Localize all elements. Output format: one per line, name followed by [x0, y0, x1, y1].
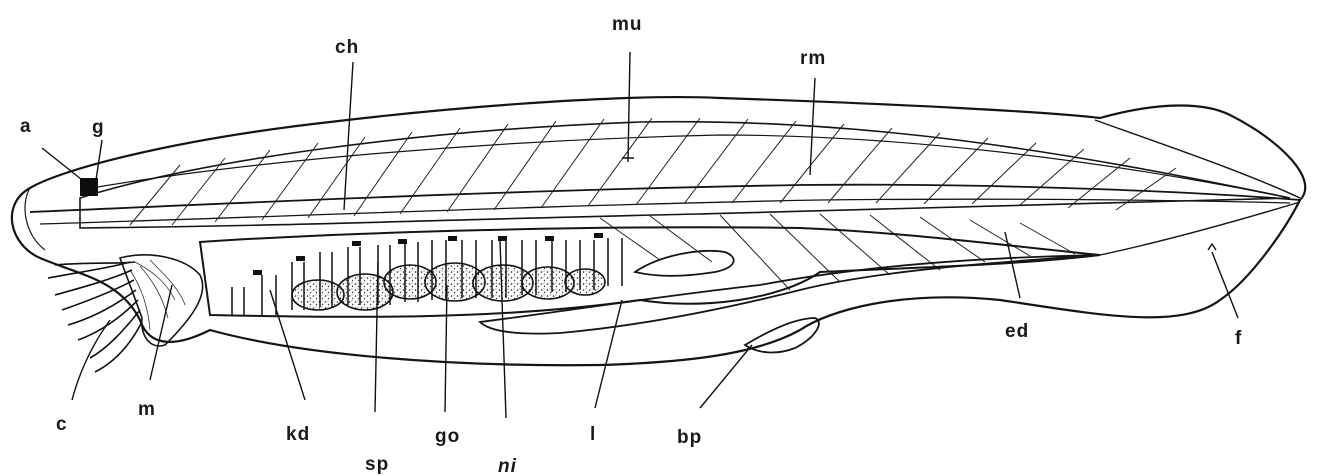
notochord	[30, 185, 1300, 212]
label-ed: ed	[1005, 321, 1029, 342]
fin-ray-marker	[1208, 244, 1216, 250]
amphioxus-body	[12, 97, 1305, 372]
caudal-inner-line	[1095, 120, 1300, 198]
rostrum	[25, 188, 45, 250]
label-c: c	[56, 414, 68, 435]
liver	[635, 251, 734, 276]
label-f: f	[1235, 328, 1242, 349]
label-g: g	[92, 117, 105, 138]
label-ch: ch	[335, 37, 359, 58]
oral-hood-lines	[130, 260, 185, 330]
label-rm: rm	[800, 48, 826, 69]
label-sp: sp	[365, 454, 389, 475]
label-a: a	[20, 116, 32, 137]
label-go: go	[435, 426, 460, 447]
label-m: m	[138, 399, 156, 420]
label-l: l	[590, 424, 596, 445]
label-bp: bp	[677, 427, 702, 448]
gonads	[292, 263, 605, 310]
label-kd: kd	[286, 424, 310, 445]
label-ni: ni	[498, 456, 517, 476]
label-mu: mu	[612, 14, 643, 35]
